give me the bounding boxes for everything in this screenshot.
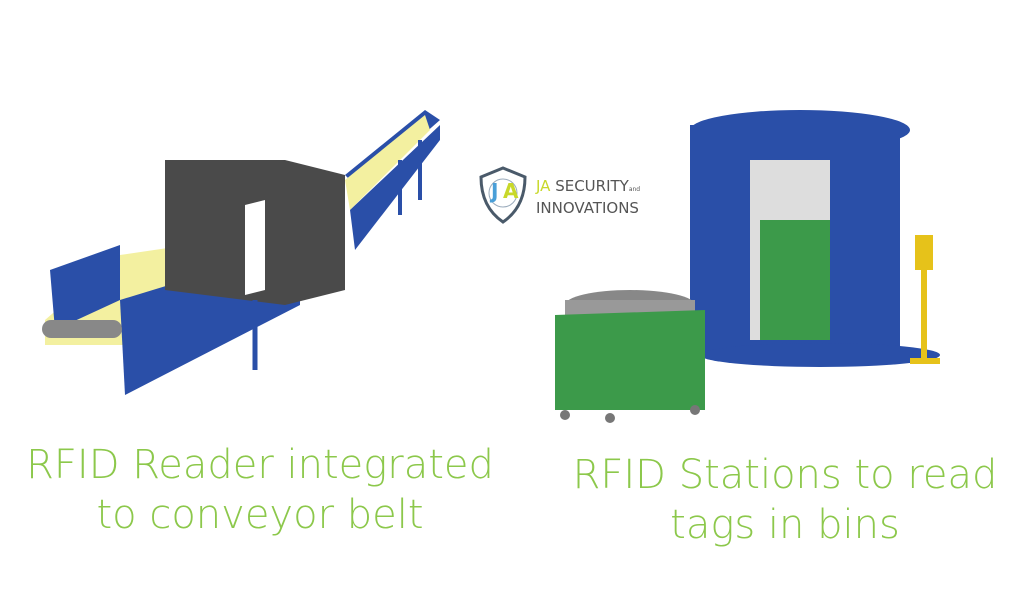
left-caption: RFID Reader integrated to conveyor belt xyxy=(20,440,500,540)
left-caption-line1: RFID Reader integrated xyxy=(26,442,494,488)
logo-line2: INNOVATIONS xyxy=(536,199,639,217)
logo-j: J xyxy=(491,179,499,203)
left-caption-line2: to conveyor belt xyxy=(96,492,424,538)
right-caption-line1: RFID Stations to read xyxy=(572,452,998,498)
logo-a: A xyxy=(503,179,519,203)
conveyor-belt-illustration xyxy=(42,110,440,395)
company-logo: J A JA SECURITYand INNOVATIONS xyxy=(478,165,648,225)
rfid-station-illustration xyxy=(555,110,940,423)
right-caption: RFID Stations to read tags in bins xyxy=(560,450,1010,550)
shield-icon xyxy=(479,166,527,224)
right-caption-line2: tags in bins xyxy=(670,502,900,548)
logo-line1: JA SECURITYand xyxy=(536,177,641,195)
